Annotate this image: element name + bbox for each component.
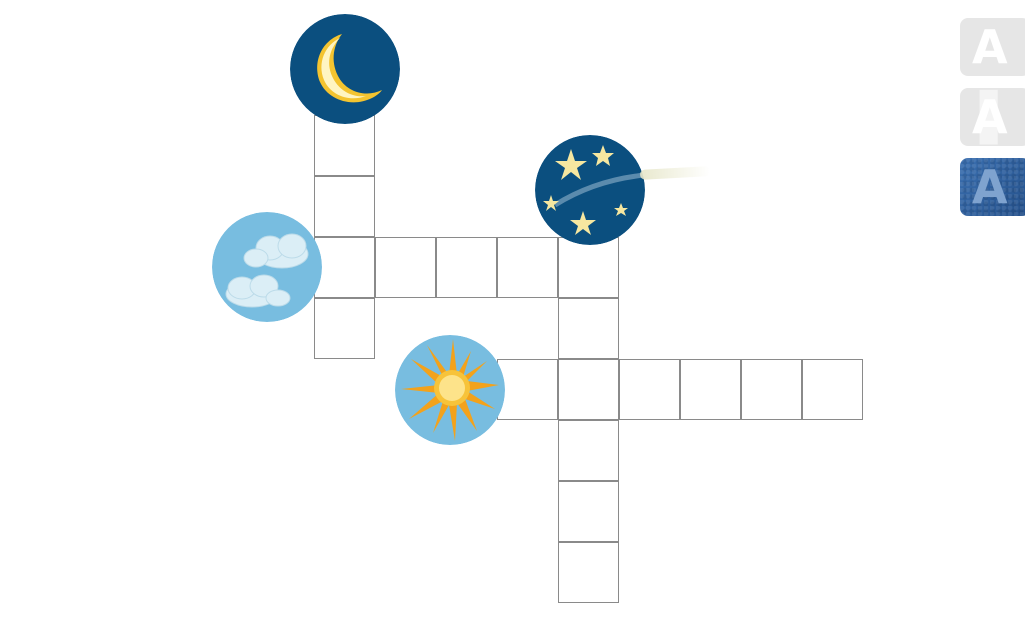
- grid-cell[interactable]: [802, 359, 863, 420]
- mode-button-label: A: [972, 20, 1008, 74]
- grid-cell[interactable]: [497, 237, 558, 298]
- grid-cell[interactable]: [558, 420, 619, 481]
- shooting-star-trail-icon: [639, 166, 711, 180]
- grid-cell[interactable]: [314, 115, 375, 176]
- grid-cell[interactable]: [558, 542, 619, 603]
- sun-icon: [395, 335, 505, 445]
- clue-moon: [290, 14, 400, 124]
- clue-sun: [395, 335, 505, 445]
- grid-cell[interactable]: [314, 237, 375, 298]
- grid-cell[interactable]: [314, 176, 375, 237]
- font-mode-button-2[interactable]: ▌ A: [960, 88, 1025, 146]
- grid-cell[interactable]: [741, 359, 802, 420]
- moon-icon: [290, 14, 400, 124]
- mode-button-label: A: [972, 90, 1008, 144]
- mode-button-label-shadow: ▌: [980, 90, 1016, 144]
- grid-cell[interactable]: [375, 237, 436, 298]
- mode-button-label: A: [972, 160, 1008, 214]
- font-mode-button-1[interactable]: A: [960, 18, 1025, 76]
- grid-cell[interactable]: [680, 359, 741, 420]
- grid-cell[interactable]: [436, 237, 497, 298]
- grid-cell[interactable]: [558, 237, 619, 298]
- clue-clouds: [212, 212, 322, 322]
- grid-cell[interactable]: [558, 481, 619, 542]
- grid-cell[interactable]: [558, 359, 619, 420]
- font-mode-button-3-active[interactable]: A: [960, 158, 1025, 216]
- grid-cell[interactable]: [619, 359, 680, 420]
- clouds-icon: [212, 212, 322, 322]
- stars-icon: [535, 135, 645, 245]
- grid-cell[interactable]: [497, 359, 558, 420]
- grid-cell[interactable]: [314, 298, 375, 359]
- clue-stars: [535, 135, 645, 245]
- grid-cell[interactable]: [558, 298, 619, 359]
